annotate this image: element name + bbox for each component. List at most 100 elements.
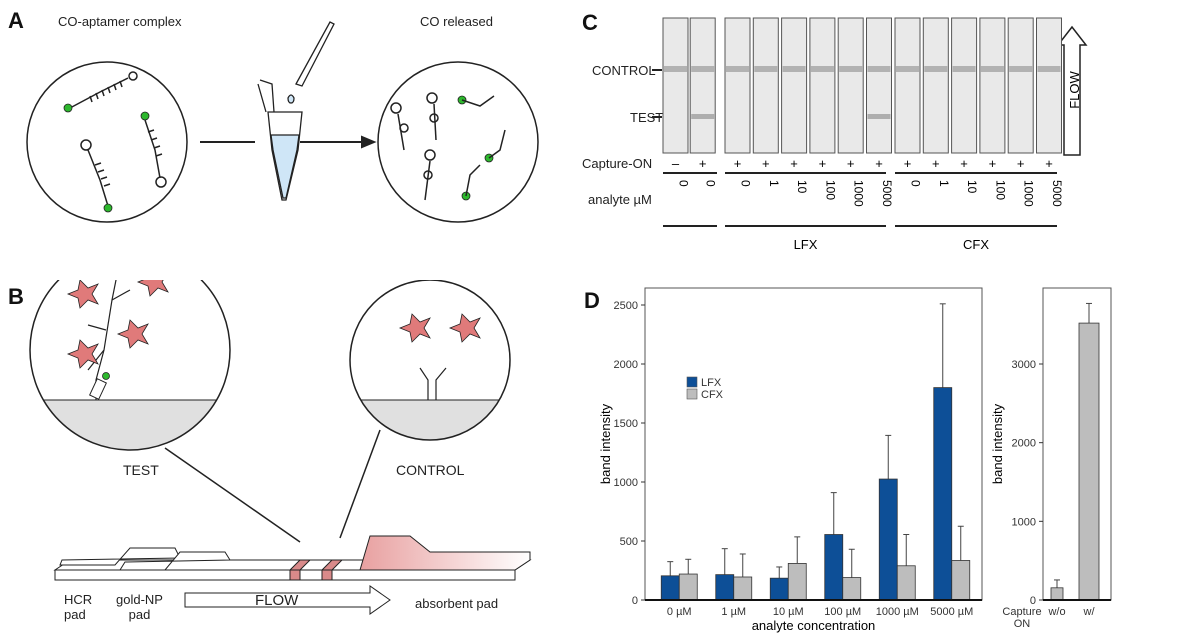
aptamer-complex-icon [69,71,167,207]
capture-on-value: + [1045,156,1053,171]
control-band [924,66,948,72]
strip-lane [951,17,978,154]
analyte-value: 1000 [852,180,866,207]
y-tick-label: 1500 [614,418,638,430]
bar-w [1078,322,1100,601]
y-axis-label: band intensity [990,403,1005,484]
flow-label: FLOW [1067,70,1082,108]
control-band [664,66,687,72]
y-tick-label: 1000 [614,477,638,489]
analyte-value: 0 [739,180,753,187]
y-tick-label: 2500 [614,300,638,312]
absorbent-pad-label: absorbent pad [415,596,499,611]
x-tick-label: 10 µM [773,606,804,618]
bar-lfx [878,478,898,601]
test-band [867,114,891,119]
panel-a-label: A [8,8,24,33]
strip-lane [752,17,779,154]
strip-lane [979,17,1006,154]
complex-circle [26,61,539,223]
test-zoom-circle [29,280,231,451]
y-tick-label: 0 [1030,595,1036,607]
control-band [1009,66,1033,72]
test-line-label: TEST [630,110,664,125]
control-band [782,66,806,72]
capture-on-value: + [960,156,968,171]
analyte-value: 100 [993,180,1007,200]
analyte-value: 0 [704,180,718,187]
strip-lane [809,17,836,154]
control-label: CONTROL [396,462,465,478]
capture-on-value: + [847,156,855,171]
bar-cfx [733,576,753,601]
panel-b-diagram [29,280,532,615]
strip-lane [837,17,864,154]
lateral-flow-strip [53,535,532,581]
bar-cfx [842,577,862,601]
bar-lfx [660,575,680,601]
analyte-value: 0 [677,180,691,187]
x-tick-label: 100 µM [824,606,861,618]
zoom-leader-lines [164,429,381,543]
bar-wo [1050,587,1064,601]
test-label: TEST [123,462,159,478]
chart-frame [1042,287,1112,601]
y-tick-label: 2000 [614,359,638,371]
strip-lane [1007,17,1034,154]
flow-arrow-icon [1056,25,1088,156]
analyte-value: 10 [965,180,979,194]
strip-lane [866,17,892,154]
control-band [839,66,863,72]
bar-lfx [824,534,844,601]
strip-lane [662,17,689,154]
strip-lane [922,17,949,154]
strip-lane [689,17,716,154]
capture-on-value: + [819,156,827,171]
control-band [952,66,976,72]
capture-on-value: + [1017,156,1025,171]
x-tick-label: w/ [1083,606,1096,618]
bar-cfx [678,573,698,601]
y-tick-label: 1000 [1012,516,1036,528]
x-tick-label: 1 µM [721,606,746,618]
tube-icon [257,21,335,201]
test-band [691,114,715,119]
panel-a-diagram [26,21,539,223]
group-label-lfx: LFX [794,237,818,252]
flow-arrow-icon [184,585,391,615]
control-band [691,66,715,72]
released-aptamer-icon [390,92,506,201]
legend-label-cfx: CFX [701,389,724,401]
bar-lfx [715,574,735,601]
flow-label: FLOW [255,592,299,609]
analyte-value: 0 [909,180,923,187]
control-line-label: CONTROL [592,63,656,78]
capture-on-label: Capture-ON [582,156,653,171]
capture-on-value: + [734,156,742,171]
legend-swatch-lfx [686,376,698,388]
analyte-value: 5000 [880,180,894,207]
analyte-value: 1000 [1022,180,1036,207]
y-tick-label: 3000 [1012,359,1036,371]
group-label-cfx: CFX [963,237,989,252]
analyte-label: analyte µM [588,192,652,207]
panel-b-label: B [8,284,24,309]
bar-lfx [933,387,953,601]
lateral-flow-strip-images: FLOW –0+0+0+1+10+100+1000+5000+0+1+10+10… [652,17,1088,252]
x-tick-label: 0 µM [667,606,692,618]
control-band [980,66,1004,72]
bar-cfx [896,565,916,601]
capture-on-value: + [904,156,912,171]
legend-swatch-cfx [686,388,698,400]
panel-d-label: D [584,288,600,313]
capture-on-value: + [790,156,798,171]
chart-frame [644,287,983,601]
y-axis-label: band intensity [598,403,613,484]
control-zoom-circle [349,280,511,441]
capture-on-value: + [932,156,940,171]
capture-on-value: – [672,156,680,171]
strip-lane [1036,17,1062,154]
control-band [867,66,891,72]
